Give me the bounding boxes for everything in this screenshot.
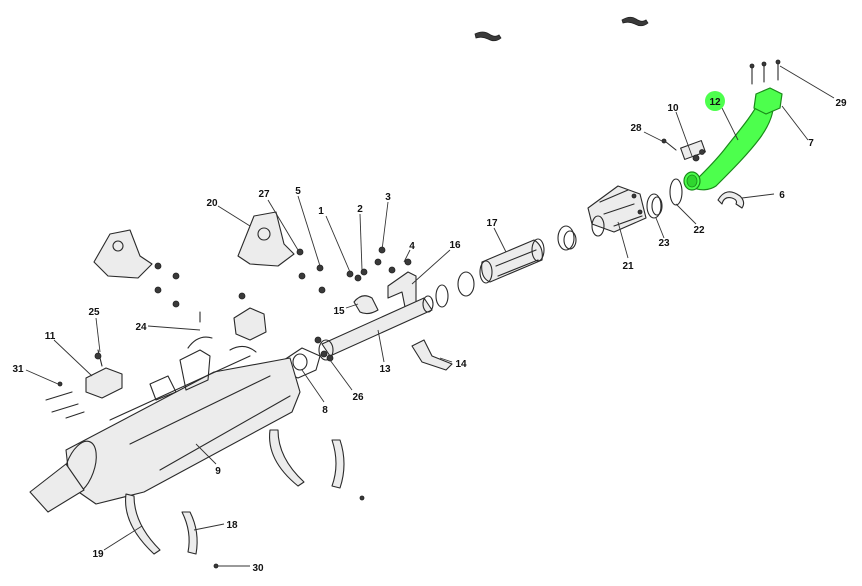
callout-23: 23 (658, 238, 670, 249)
callout-6: 6 (779, 190, 785, 201)
callout-14: 14 (455, 359, 467, 370)
strap-19 (125, 493, 161, 555)
callout-21: 21 (622, 261, 634, 272)
mount-bracket-left (93, 229, 153, 279)
nut-30 (213, 563, 219, 569)
callout-30: 30 (252, 563, 264, 574)
callout-4: 4 (409, 241, 415, 252)
callout-2: 2 (357, 204, 363, 215)
callout-10: 10 (667, 103, 679, 114)
leader-lines (25, 65, 835, 567)
clamp-6 (717, 191, 745, 209)
top-clip-right (621, 16, 649, 27)
adapter-21 (587, 185, 647, 237)
callout-25: 25 (88, 307, 100, 318)
strap-15 (353, 295, 379, 315)
mount-bracket-20 (237, 211, 295, 267)
inlet-pipe-highlighted[interactable] (683, 87, 783, 191)
strap-18 (181, 511, 198, 555)
flange-bolts (749, 59, 781, 85)
exhaust-tube-13 (318, 295, 434, 361)
callout-12: 12 (709, 97, 721, 108)
clamp-near-21 (557, 225, 577, 251)
lower-strap-center (269, 429, 305, 487)
callout-12-badge (705, 91, 725, 111)
callout-13: 13 (379, 364, 391, 375)
callout-18: 18 (226, 520, 238, 531)
callout-24: 24 (135, 322, 147, 333)
callout-27: 27 (258, 189, 270, 200)
bolts-25-31 (45, 349, 103, 419)
callout-16: 16 (449, 240, 461, 251)
flex-hose-17 (479, 238, 545, 284)
callout-8: 8 (322, 405, 328, 416)
loose-nut (359, 495, 365, 501)
callout-7: 7 (808, 138, 814, 149)
callout-15: 15 (333, 306, 345, 317)
gasket-22 (669, 178, 683, 206)
top-clip-left (474, 31, 502, 42)
clamp-block-11 (85, 367, 123, 399)
bracket-14 (411, 339, 453, 371)
callout-5: 5 (295, 186, 301, 197)
fasteners-cluster (296, 246, 412, 362)
callout-31: 31 (12, 364, 24, 375)
bracket-24 (199, 307, 267, 341)
callout-17: 17 (486, 218, 498, 229)
lower-strap-right (331, 439, 345, 489)
callout-9: 9 (215, 466, 221, 477)
callout-20: 20 (206, 198, 218, 209)
callout-labels: 1 2 3 4 5 6 7 8 9 10 11 12 13 14 15 16 1… (12, 91, 847, 574)
callout-3: 3 (385, 192, 391, 203)
callout-11: 11 (45, 331, 56, 342)
aftertreatment-body-9 (29, 336, 301, 513)
clamp-near-16 (435, 271, 475, 308)
bracket-10-and-bolt-28 (661, 138, 706, 162)
bracket-bolts (154, 262, 246, 308)
callout-1: 1 (318, 206, 324, 217)
callout-22: 22 (693, 225, 705, 236)
callout-29: 29 (835, 98, 847, 109)
clamp-23 (646, 193, 663, 219)
callout-26: 26 (352, 392, 364, 403)
callout-19: 19 (92, 549, 104, 560)
callout-28: 28 (630, 123, 642, 134)
